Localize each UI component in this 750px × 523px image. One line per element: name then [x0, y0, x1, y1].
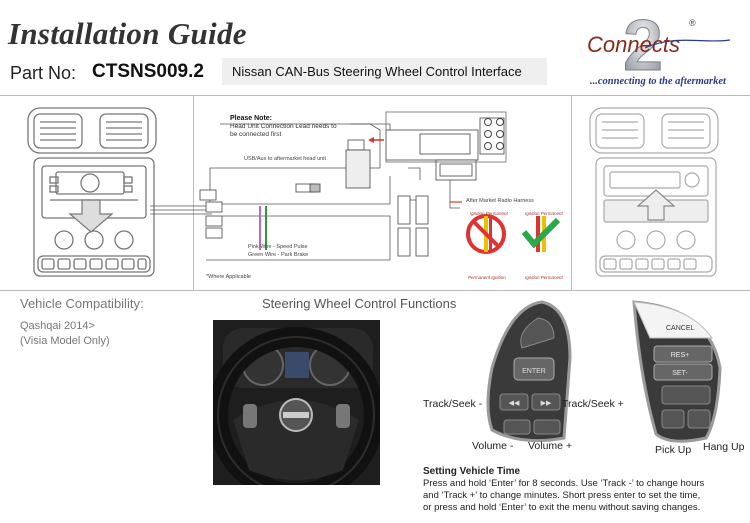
res-button-label: RES+ — [671, 352, 689, 359]
permanent-label-3: Permanent Ignition — [468, 275, 506, 280]
usb-aux-label: USB/Aux to aftermarket head unit — [244, 156, 326, 162]
logo-reg: ® — [689, 18, 696, 28]
where-applicable-note: *Where Applicable — [206, 274, 251, 280]
swc-heading: Steering Wheel Control Functions — [262, 296, 457, 311]
logo-text: Connects — [587, 32, 680, 57]
permanent-label-4: Ignition Permanent — [525, 275, 563, 280]
part-number-label: Part No: — [10, 63, 77, 83]
hang-up-label: Hang Up — [703, 441, 745, 453]
pick-up-label: Pick Up — [655, 444, 692, 456]
setting-time-line-3: or press and hold ‘Enter’ to exit the me… — [423, 502, 701, 513]
cancel-button-label: CANCEL — [666, 325, 695, 332]
harness-label: After Market Radio Harness — [466, 198, 534, 204]
volume-plus-label: Volume + — [528, 440, 573, 452]
brand-logo: 2 Connects ® — [585, 4, 735, 92]
divider-left — [193, 96, 194, 291]
logo-number: 2 — [623, 6, 663, 86]
note-title: Please Note: — [230, 115, 273, 122]
setting-time-heading: Setting Vehicle Time — [423, 466, 521, 477]
wiring-diagram — [150, 100, 570, 288]
track-seek-plus-label: Track/Seek + — [562, 398, 624, 410]
permanent-label-1: Ignition Permanent — [470, 211, 508, 216]
aftermarket-dash-diagram — [582, 100, 742, 285]
note-line-1: Head Unit Connection Lead needs to — [230, 123, 337, 130]
setting-time-line-2: and ‘Track +’ to change minutes. Short p… — [423, 490, 701, 501]
set-button-label: SET- — [672, 370, 688, 377]
tagline: ...connecting to the aftermarket — [590, 76, 726, 87]
divider-right — [571, 96, 572, 291]
permanent-label-2: Ignition Permanent — [525, 211, 563, 216]
top-divider — [0, 95, 750, 96]
steering-wheel-photo — [213, 320, 380, 485]
svg-text:▶▶: ▶▶ — [541, 400, 552, 407]
green-wire-label: Green Wire - Park Brake — [248, 252, 309, 258]
compatibility-heading: Vehicle Compatibility: — [20, 296, 144, 311]
left-control-pad: ENTER ◀◀ ▶▶ — [482, 298, 572, 448]
svg-text:◀◀: ◀◀ — [509, 400, 520, 407]
description-bar — [222, 58, 547, 85]
track-seek-minus-label: Track/Seek - — [423, 398, 483, 410]
setting-time-line-1: Press and hold ‘Enter’ for 8 seconds. Us… — [423, 478, 705, 489]
product-description: Nissan CAN-Bus Steering Wheel Control In… — [232, 64, 522, 79]
right-control-pad: CANCEL RES+ SET- — [620, 298, 725, 448]
middle-divider — [0, 290, 750, 291]
original-dash-diagram — [20, 100, 190, 285]
enter-button-label: ENTER — [522, 368, 546, 375]
page-title: Installation Guide — [8, 16, 247, 51]
pink-wire-label: Pink Wire - Speed Pulse — [248, 244, 308, 250]
compatibility-model: Qashqai 2014> — [20, 320, 95, 332]
part-number-code: CTSNS009.2 — [92, 61, 204, 82]
volume-minus-label: Volume - — [472, 440, 514, 452]
note-line-2: be connected first — [230, 131, 282, 138]
compatibility-variant: (Visia Model Only) — [20, 335, 110, 347]
